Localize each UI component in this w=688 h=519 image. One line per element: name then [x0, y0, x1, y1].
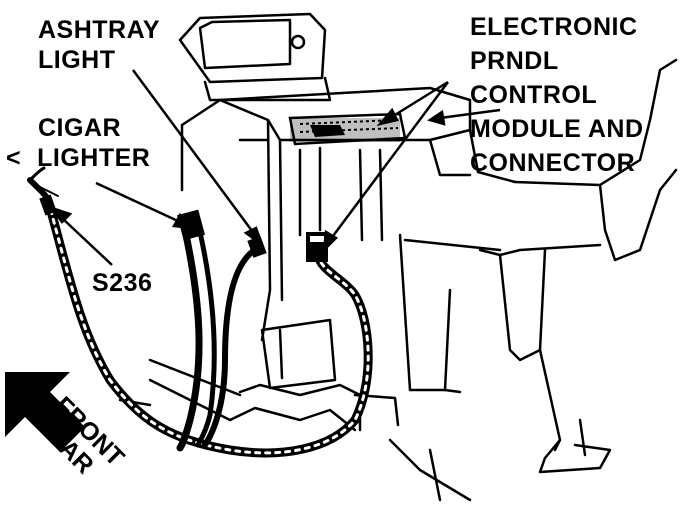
prndl-module-line-3: CONTROL	[470, 81, 598, 109]
shifter-housing	[178, 12, 332, 102]
ashtray-light-line-1: ASHTRAY	[38, 16, 161, 44]
connectors	[39, 194, 328, 262]
front-of-car-arrow	[5, 372, 85, 452]
prndl-module-line-1: ELECTRONIC	[470, 13, 638, 41]
leader-lines	[48, 69, 501, 266]
left-marker: <	[6, 144, 22, 172]
splice-label: S236	[92, 269, 153, 297]
ashtray-light-label: ASHTRAY LIGHT	[38, 15, 160, 75]
prndl-module	[288, 112, 407, 146]
seat	[403, 58, 678, 474]
cigar-lighter-label: CIGAR < LIGHTER	[6, 113, 151, 173]
prndl-module-line-4: MODULE AND	[470, 115, 644, 143]
ashtray-light-line-2: LIGHT	[38, 46, 116, 74]
prndl-module-label: ELECTRONIC PRNDL CONTROL MODULE AND CONN…	[470, 10, 644, 180]
prndl-module-line-5: CONNECTOR	[470, 149, 636, 177]
prndl-module-line-2: PRNDL	[470, 47, 559, 75]
cigar-lighter-line-1: CIGAR	[38, 114, 122, 142]
floor-bracket	[118, 318, 472, 502]
wiring-harness	[27, 166, 373, 458]
cigar-lighter-line-2: < LIGHTER	[6, 143, 151, 173]
cigar-lighter-connector	[177, 209, 205, 241]
cigar-lighter-line-2-text: LIGHTER	[37, 144, 151, 172]
